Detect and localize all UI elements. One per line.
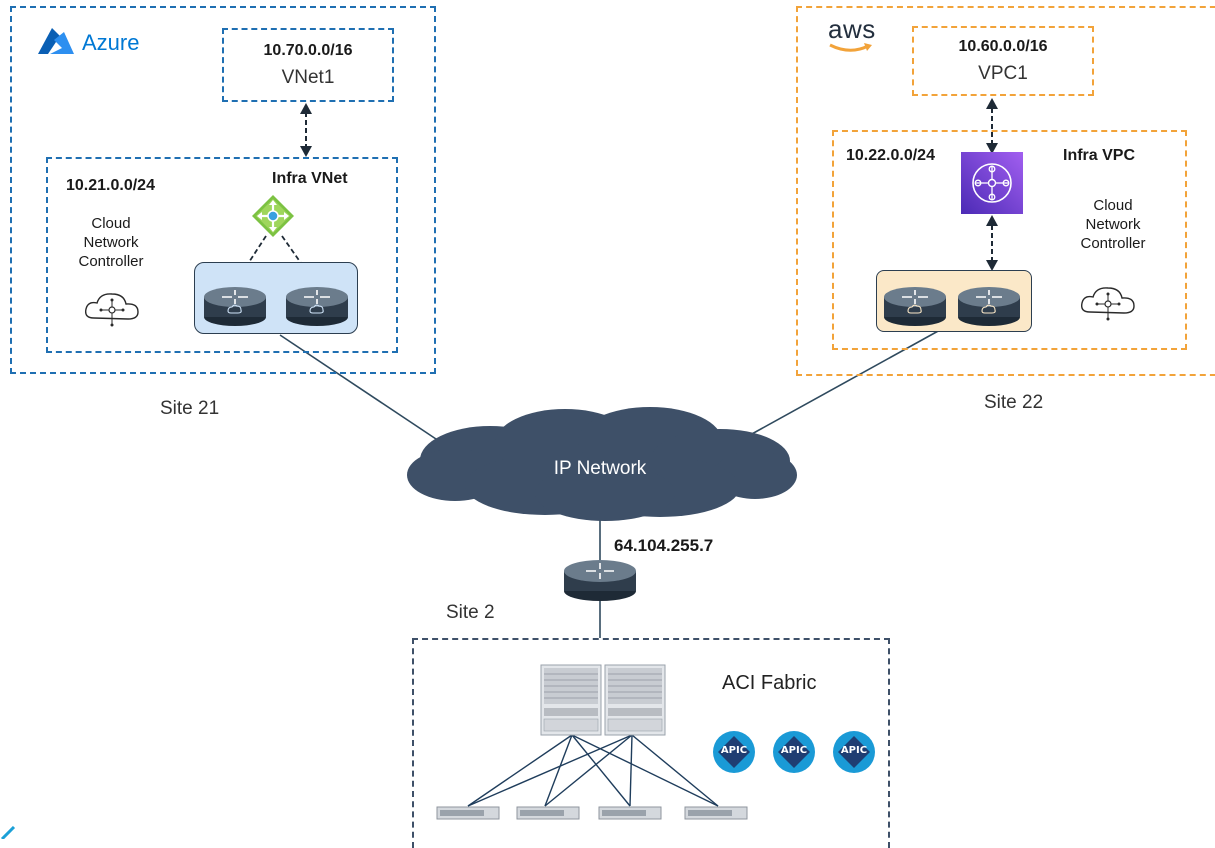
vnet1-name: VNet1 — [281, 67, 335, 88]
aws-brand-label: aws — [828, 14, 876, 44]
load-balancer-icon — [252, 195, 294, 237]
tgw-router-arrow — [986, 215, 998, 271]
infra-vnet-cidr: 10.21.0.0/24 — [66, 177, 155, 194]
azure-brand-label: Azure — [82, 30, 140, 55]
spine-switch-icon — [604, 664, 666, 736]
ip-network-label: IP Network — [553, 458, 647, 479]
site22-label: Site 22 — [984, 392, 1044, 413]
aws-region — [796, 6, 1215, 376]
apic-controller-icon: APIC — [772, 730, 816, 774]
azure-controller-label: Cloud Network Controller — [78, 215, 144, 270]
router-icon — [286, 287, 348, 326]
router-icon — [564, 560, 636, 601]
decorative-check-icon — [0, 826, 16, 839]
infra-vpc-cidr: 10.22.0.0/24 — [846, 147, 935, 164]
leaf-switch-icon — [516, 806, 580, 820]
aws-smile-icon — [829, 43, 872, 52]
vpc1-name: VPC1 — [978, 63, 1028, 84]
ip-network-cloud-icon — [407, 407, 797, 521]
apic-label: APIC — [720, 745, 748, 756]
apic-label: APIC — [780, 745, 808, 756]
leaf-switch-icon — [436, 806, 500, 820]
azure-logo-icon — [38, 28, 74, 54]
leaf-switch-icon — [598, 806, 662, 820]
leaf-switch-icon — [684, 806, 748, 820]
infra-vnet-name: Infra VNet — [272, 170, 348, 187]
infra-vpc-box — [832, 130, 1187, 350]
apic-label: APIC — [840, 745, 868, 756]
vpc1-cidr: 10.60.0.0/16 — [958, 38, 1048, 55]
router-icon — [204, 287, 266, 326]
azure-uplink-line — [279, 334, 446, 446]
vpc-link-arrow — [986, 98, 998, 154]
spine-switch-icon — [540, 664, 602, 736]
router-icon — [884, 287, 946, 326]
aci-fabric-box — [412, 638, 890, 848]
transit-gateway-icon — [961, 152, 1023, 214]
router-icon — [958, 287, 1020, 326]
cloud-controller-icon — [1080, 287, 1135, 321]
infra-vpc-name: Infra VPC — [1063, 147, 1136, 164]
vpc1-box — [912, 26, 1094, 96]
fabric-links — [467, 734, 719, 807]
aws-controller-label: Cloud Network Controller — [1080, 197, 1146, 252]
aci-fabric-label: ACI Fabric — [722, 672, 817, 694]
aws-uplink-line — [749, 329, 941, 436]
vnet1-cidr: 10.70.0.0/16 — [263, 42, 353, 59]
site21-label: Site 21 — [160, 398, 220, 419]
apic-controller-icon: APIC — [712, 730, 756, 774]
vnet1-box — [222, 28, 394, 102]
azure-region — [10, 6, 436, 374]
router-ip-label: 64.104.255.7 — [614, 536, 714, 555]
vnet-link-arrow — [300, 103, 312, 157]
cloud-controller-icon — [84, 293, 139, 327]
apic-controller-icon: APIC — [832, 730, 876, 774]
site2-label: Site 2 — [446, 602, 495, 623]
infra-vnet-box — [46, 157, 398, 353]
